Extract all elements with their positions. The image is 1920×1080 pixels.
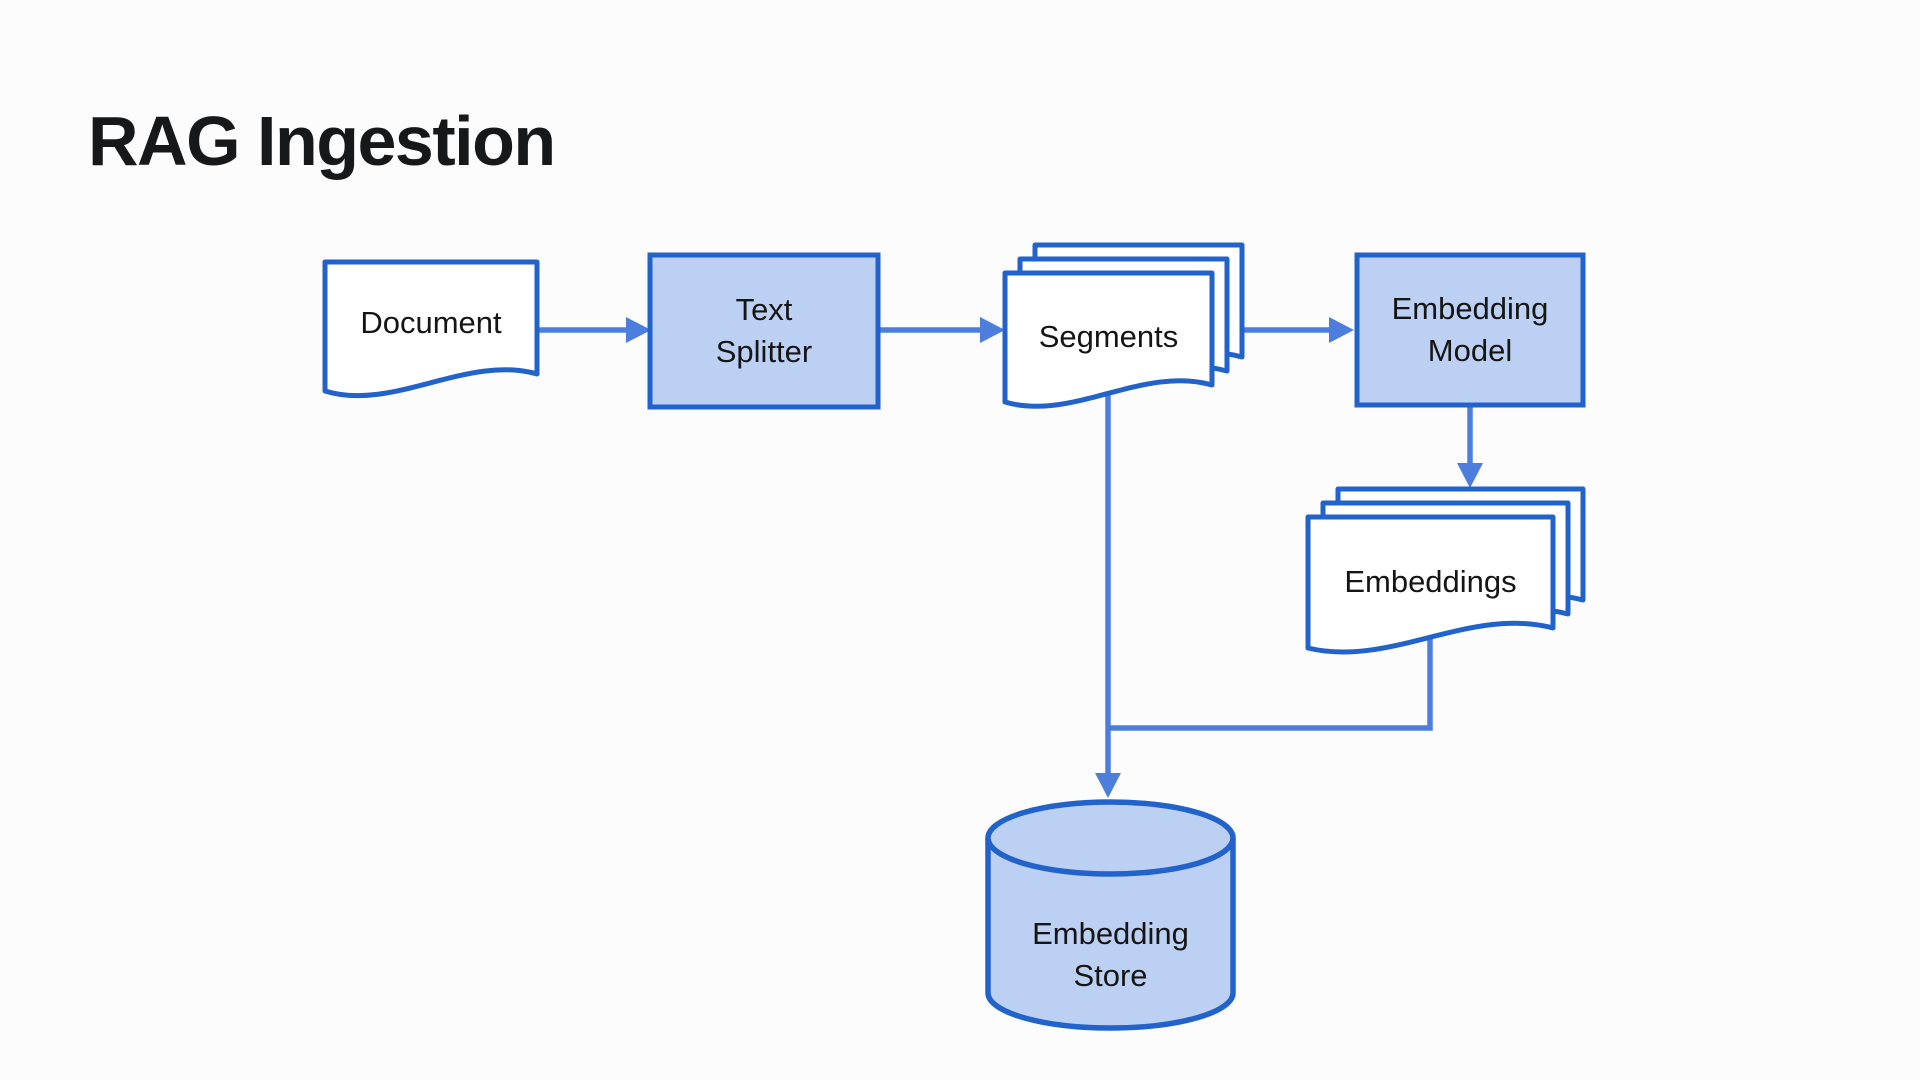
node-text-splitter bbox=[647, 252, 881, 410]
arrowhead-down-icon bbox=[1095, 773, 1121, 798]
edge-embeddings-to-junction bbox=[1108, 630, 1433, 731]
cylinder-body bbox=[985, 838, 1236, 1031]
document-sheet-front bbox=[1002, 270, 1215, 409]
arrowhead-right-icon bbox=[1329, 317, 1354, 343]
arrowhead-right-icon bbox=[980, 317, 1005, 343]
page-title: RAG Ingestion bbox=[88, 102, 556, 180]
connectors bbox=[537, 317, 1483, 798]
node-embedding-model bbox=[1354, 252, 1586, 408]
document-sheet-front bbox=[1305, 514, 1556, 655]
arrowhead-right-icon bbox=[626, 317, 651, 343]
arrowhead-down-icon bbox=[1457, 463, 1483, 488]
node-embedding-store bbox=[985, 799, 1236, 1031]
cylinder-top bbox=[985, 799, 1236, 877]
node-document bbox=[322, 259, 540, 399]
node-embeddings bbox=[1305, 486, 1586, 655]
node-segments bbox=[1002, 242, 1245, 409]
